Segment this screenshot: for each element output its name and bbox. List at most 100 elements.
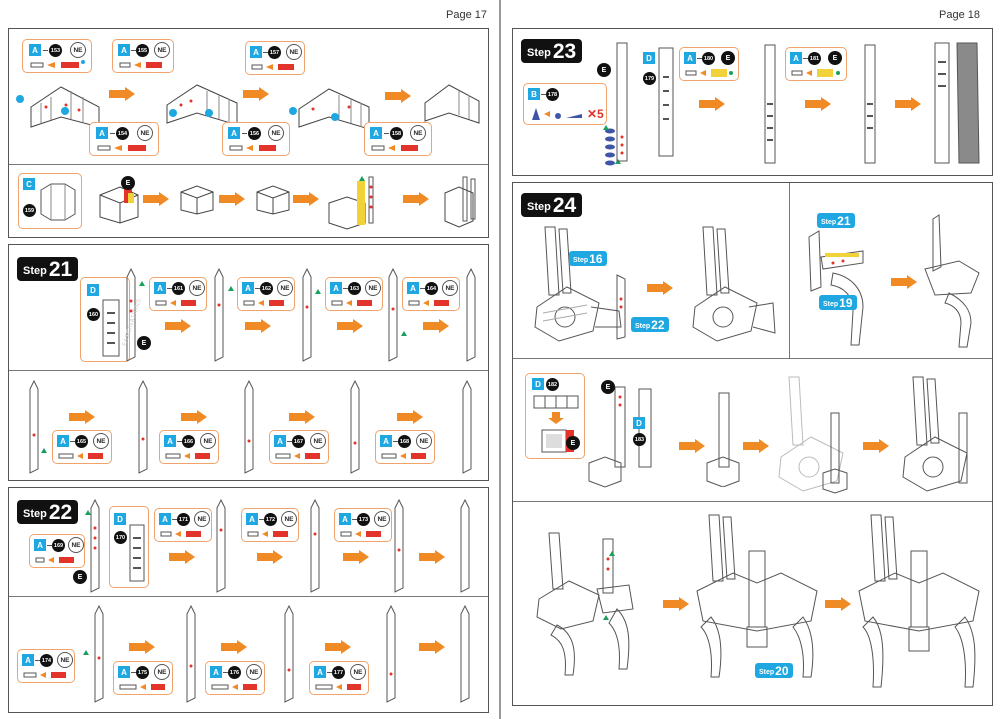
- part-letter: A: [380, 435, 392, 447]
- robot-leg-illustration: [808, 230, 864, 346]
- e-tag: E: [597, 63, 611, 77]
- callout-177: A 177 NE: [309, 661, 369, 695]
- part-number: 167: [292, 435, 305, 448]
- arrow-right-icon: [181, 410, 207, 424]
- callout-156: A 156 NE: [222, 122, 290, 156]
- marker-dot: [331, 113, 339, 121]
- part-number: 165: [75, 435, 88, 448]
- part-letter: D: [114, 513, 126, 525]
- part-number: 173: [357, 513, 370, 526]
- callout-161: A 161 NE: [149, 277, 207, 311]
- part-letter: A: [118, 44, 130, 56]
- column-illustration: [616, 274, 626, 340]
- callout-168: A 168 NE: [375, 430, 435, 464]
- ne-tag: NE: [189, 280, 205, 296]
- row-divider: [513, 358, 992, 359]
- part-number: 180: [702, 52, 715, 65]
- column-illustration: [138, 379, 148, 474]
- robot-leg-illustration: [924, 214, 980, 348]
- column-illustration: [302, 267, 312, 362]
- pin-assembly-icon: [685, 69, 733, 77]
- ne-tag: NE: [350, 664, 366, 680]
- part-letter: A: [154, 282, 166, 294]
- column-illustration: [460, 498, 470, 593]
- column-illustration: [214, 267, 224, 362]
- arrow-right-icon: [169, 550, 195, 564]
- ne-tag: NE: [246, 664, 262, 680]
- callout-181: A 181 E: [785, 47, 847, 81]
- arrow-right-icon: [743, 439, 769, 453]
- callout-sheet-159: C 159: [18, 173, 82, 229]
- finished-column-illustration: [934, 42, 980, 164]
- callout-169: A 169 NE: [29, 534, 85, 568]
- part-letter: D: [532, 378, 544, 390]
- ne-tag: NE: [57, 652, 73, 668]
- part-number: 170: [114, 531, 127, 544]
- marker-triangle: [315, 289, 321, 294]
- pin-assembly-icon: [165, 453, 210, 459]
- part-letter: A: [274, 435, 286, 447]
- callout-158: A 158 NE: [364, 122, 432, 156]
- callout-164: A 164 NE: [402, 277, 460, 311]
- part-number: 182: [546, 378, 559, 391]
- arrow-right-icon: [245, 319, 271, 333]
- arrow-right-icon: [699, 97, 725, 111]
- part-letter: A: [790, 52, 802, 64]
- pin-assembly-icon: [371, 145, 418, 151]
- callout-157: A 157 NE: [245, 41, 305, 75]
- arrow-right-icon: [891, 275, 917, 289]
- sheet-template-illustration: [40, 183, 76, 221]
- ne-tag: NE: [70, 42, 86, 58]
- part-number: 172: [264, 513, 277, 526]
- robot-arm-illustration: [692, 226, 776, 342]
- pin-assembly-icon: [791, 69, 840, 77]
- marker-triangle: [85, 510, 91, 515]
- part-letter: A: [242, 282, 254, 294]
- ne-tag: NE: [410, 125, 426, 141]
- marker-triangle: [603, 615, 609, 620]
- e-tag: E: [566, 436, 580, 450]
- callout-154: A 154 NE: [89, 122, 159, 156]
- box-illustration: [256, 185, 290, 215]
- callout-167: A 167 NE: [269, 430, 329, 464]
- page-divider: [499, 0, 501, 719]
- column-illustration: [386, 604, 396, 703]
- e-tag: E: [601, 380, 615, 394]
- pin-assembly-icon: [119, 684, 165, 690]
- robot-arm-illustration: [534, 226, 622, 342]
- ne-tag: NE: [416, 433, 432, 449]
- ne-tag: NE: [442, 280, 458, 296]
- ladder-frame-illustration: [298, 88, 370, 130]
- e-tag: E: [73, 570, 87, 584]
- robot-complete-illustration: [858, 514, 980, 688]
- ne-tag: NE: [200, 433, 216, 449]
- pin-assembly-icon: [229, 145, 276, 151]
- pin-assembly-icon: [97, 145, 146, 151]
- pin-assembly-icon: [247, 531, 288, 537]
- arrow-right-icon: [403, 192, 429, 206]
- column-illustration: [310, 498, 320, 593]
- callout-sheet-179: D 179: [636, 41, 676, 161]
- part-letter: C: [23, 178, 35, 190]
- box-insert-illustration: [328, 176, 374, 230]
- column-illustration: [466, 267, 476, 362]
- arrow-right-icon: [109, 87, 135, 101]
- part-letter: A: [250, 46, 262, 58]
- part-letter: A: [210, 666, 222, 678]
- part-number: 183: [633, 433, 646, 446]
- callout-sheet-160: D 160: [80, 277, 130, 362]
- part-letter: A: [57, 435, 69, 447]
- part-number: 156: [248, 127, 261, 140]
- part-number: 153: [49, 44, 62, 57]
- arrow-right-icon: [825, 597, 851, 611]
- arrow-right-icon: [337, 319, 363, 333]
- column-illustration: [90, 498, 100, 593]
- pin-assembly-icon: [331, 300, 372, 306]
- part-number: 179: [643, 72, 656, 85]
